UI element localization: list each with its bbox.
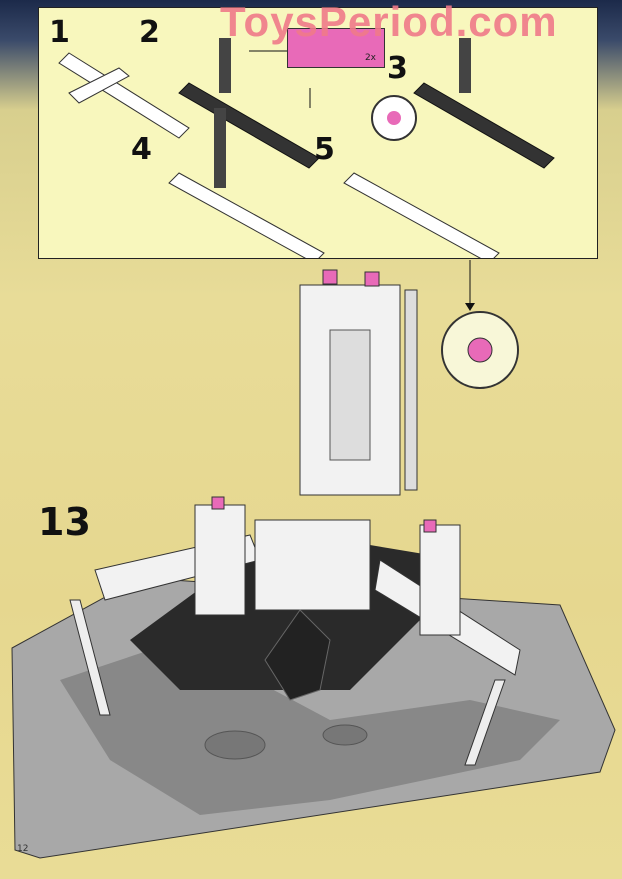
crater bbox=[322, 724, 368, 746]
plate-step-5 bbox=[343, 172, 500, 258]
main-step-number: 13 bbox=[38, 500, 91, 544]
ladder-right bbox=[464, 679, 506, 766]
parts-quantity: 2x bbox=[364, 53, 376, 63]
plate-step-1-cross bbox=[68, 67, 130, 104]
upright-step-3 bbox=[459, 38, 471, 93]
step-number-2: 2 bbox=[139, 15, 160, 50]
sub-assembly-drawings bbox=[58, 38, 555, 258]
support-rail bbox=[404, 289, 418, 491]
step-number-1: 1 bbox=[49, 15, 70, 50]
tower-doorway bbox=[329, 329, 371, 461]
ladder-left bbox=[69, 599, 111, 716]
step-number-3: 3 bbox=[387, 51, 408, 86]
crystal bbox=[264, 609, 331, 701]
upright-step-4 bbox=[214, 108, 226, 188]
plate-step-1 bbox=[58, 52, 190, 139]
tower-right bbox=[419, 524, 461, 636]
parts-callout: 2x bbox=[287, 28, 385, 68]
dish-hub bbox=[467, 337, 493, 363]
page-number: 12 bbox=[17, 844, 29, 854]
wheel-hub-step-5 bbox=[387, 111, 401, 125]
step-number-4: 4 bbox=[131, 132, 152, 167]
watermark: ToysPeriod.com bbox=[220, 0, 558, 45]
central-block bbox=[254, 519, 371, 611]
crater bbox=[204, 730, 266, 760]
plate-step-2 bbox=[178, 82, 320, 169]
plate-step-4 bbox=[168, 172, 325, 258]
tower-cap bbox=[322, 269, 338, 285]
attach-arrow-head bbox=[465, 303, 475, 311]
tower-left-cap bbox=[211, 496, 225, 510]
tower-right-cap bbox=[423, 519, 437, 533]
plate-step-3 bbox=[413, 82, 555, 169]
upright-step-2 bbox=[219, 38, 231, 93]
step-number-5: 5 bbox=[314, 132, 335, 167]
sub-assembly-panel: 1 2 3 4 5 bbox=[38, 7, 598, 259]
tower-cap bbox=[364, 271, 380, 287]
tower-left bbox=[194, 504, 246, 616]
